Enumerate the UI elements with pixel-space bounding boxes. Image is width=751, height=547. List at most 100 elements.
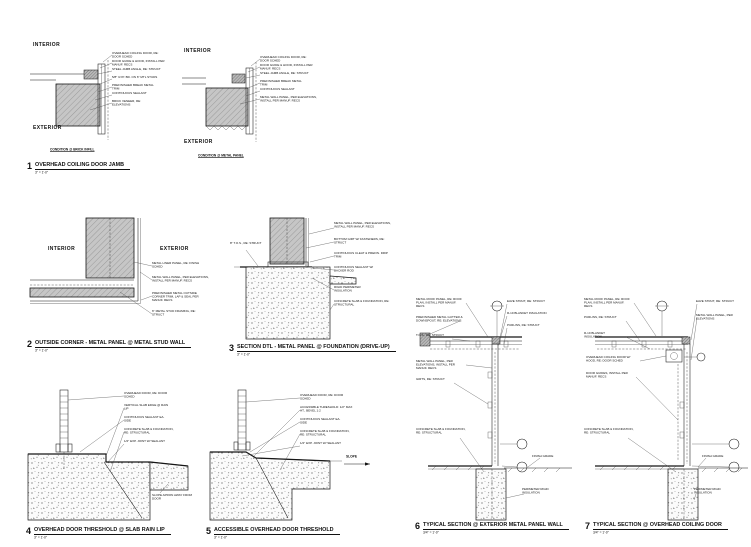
eave-strut-hatch xyxy=(681,336,691,345)
annotation-note: METAL WALL PANEL, PER ELEVATIONS, INSTAL… xyxy=(416,359,455,371)
detail6-wall-section-linework xyxy=(419,300,572,521)
keynote-bubble xyxy=(728,438,740,450)
eave-strut-hatch xyxy=(491,336,501,345)
detail-title: OVERHEAD COILING DOOR JAMB xyxy=(35,162,130,170)
annotation-note: R-19 BLANKET INSULATION xyxy=(507,311,547,315)
annotation-note: CONTINUOUS SEALANT EA. SIDE xyxy=(300,417,341,425)
slope-arrowhead xyxy=(365,462,370,466)
annotation-note: 1/2" EXP. JOINT W/ SEALANT xyxy=(300,441,341,445)
detail-scale: 3/4" = 1'-0" xyxy=(423,531,439,535)
slope-label: SLOPE xyxy=(346,455,358,459)
annotation-note: OVERHEAD COILING DOOR W/ HOOD, RE: DOOR … xyxy=(586,355,631,363)
detail-title: ACCESSIBLE OVERHEAD DOOR THRESHOLD xyxy=(214,527,340,535)
condition-caption: CONDITION @ METAL PANEL xyxy=(198,154,244,158)
annotation-note: FINISH GRADE xyxy=(532,454,554,458)
annotation-note: METAL ROOF PANEL, RE: ROOF PLAN, INSTALL… xyxy=(416,297,462,309)
annotation-note: 6" METAL STUD FRAMING, RE: STRUCT xyxy=(152,309,196,317)
annotation-note: GIRTS, RE: STRUCT xyxy=(416,377,445,381)
detail4-rain-lip-linework xyxy=(27,389,189,521)
brick-hatch-block xyxy=(55,83,101,127)
annotation-note: CONTINUOUS SEALANT EA. SIDE xyxy=(124,415,165,423)
annotation-note: CONCRETE SLAB & FOUNDATION, RE: STRUCTUR… xyxy=(334,299,390,307)
annotation-note: OVERHEAD DOOR, RE: DOOR SCHED xyxy=(124,391,168,399)
annotation-note: OVERHEAD DOOR, RE: DOOR SCHED xyxy=(300,393,344,401)
slab-foundation-hatch xyxy=(209,451,331,521)
foundation-pier-hatch xyxy=(475,468,507,521)
keynote-bubble xyxy=(696,352,706,362)
detail-scale: 3" = 1'-0" xyxy=(35,349,49,353)
annotation-note: PREFINISHED BREAK METAL TRIM xyxy=(112,83,154,91)
annotation-note: EAVE STRUT, RE: STRUCT xyxy=(696,299,734,303)
concrete-foundation-hatch xyxy=(245,266,331,340)
annotation-note: ACCESSIBLE THRESHOLD: 1/2" MAX HT., BEVE… xyxy=(300,405,353,413)
keynote-bubble xyxy=(516,461,528,473)
annotation-note: SLOPE APRON AWAY FROM DOOR xyxy=(152,493,193,501)
annotation-note: EAVE STRUT, RE: STRUCT xyxy=(507,299,545,303)
gutter-hatch xyxy=(419,332,431,347)
steel-angle-hatch xyxy=(231,73,246,84)
annotation-note: R-19 BLANKET INSULATION xyxy=(584,331,605,339)
annotation-note: CONTINUOUS SEALANT xyxy=(112,91,147,95)
annotation-note: OVERHEAD COILING DOOR, RE: DOOR SCHED xyxy=(112,51,159,59)
annotation-note: METAL ROOF PANEL, RE: ROOF PLAN, INSTALL… xyxy=(584,297,630,309)
annotation-note: FINISH GRADE xyxy=(702,454,724,458)
annotation-note: METAL WALL PANEL, PER ELEVATIONS xyxy=(696,313,733,321)
detail1-metal-panel-jamb-linework xyxy=(182,58,261,142)
annotation-note: METAL WALL PANEL, PER ELEVATIONS, INSTAL… xyxy=(260,95,317,103)
annotation-note: 8" T.O.S., RE: STRUCT xyxy=(230,241,262,245)
detail-number: 4 xyxy=(26,526,32,536)
annotation-note: CONCRETE SLAB & FOUNDATION, RE: STRUCTUR… xyxy=(584,427,634,435)
detail-number: 3 xyxy=(229,343,235,353)
annotation-note: STEEL JAMB ANGLE, RE: STRUCT xyxy=(260,71,309,75)
zone-label-exterior: EXTERIOR xyxy=(160,246,189,252)
steel-angle-hatch xyxy=(83,69,99,80)
annotation-note: CONTINUOUS CLEAT & PREFIN. DRIP TRIM xyxy=(334,251,388,259)
detail-title: SECTION DTL - METAL PANEL @ FOUNDATION (… xyxy=(237,344,396,352)
annotation-note: OVERHEAD COILING DOOR, RE: DOOR SCHED xyxy=(260,55,307,63)
exterior-drive-slab-hatch xyxy=(329,275,357,285)
door-hood-box xyxy=(665,349,683,363)
annotation-note: PREFINISHED METAL GUTTER & DOWNSPOUT, RE… xyxy=(416,315,463,323)
annotation-note: METAL WALL PANEL, PER ELEVATIONS, INSTAL… xyxy=(334,221,391,229)
annotation-note: PURLINS, RE: STRUCT xyxy=(584,315,617,319)
annotation-note: PREFINISHED METAL OUTSIDE CORNER TRIM, L… xyxy=(152,291,199,303)
annotation-note: CONTINUOUS SEALANT W/ BACKER ROD xyxy=(334,265,374,273)
annotation-note: STEEL JAMB ANGLE, RE: STRUCT xyxy=(112,67,161,71)
interior-slab-hatch xyxy=(27,453,151,521)
annotation-note: 1/2" EXP. JOINT W/ SEALANT xyxy=(124,439,165,443)
detail-title-block: 6 TYPICAL SECTION @ EXTERIOR METAL PANEL… xyxy=(415,522,569,537)
annotation-note: DOOR GUIDES, INSTALL PER MANUF. RECS xyxy=(586,371,628,379)
detail3-foundation-linework xyxy=(234,217,357,340)
detail-title: OVERHEAD DOOR THRESHOLD @ SLAB RAIN LIP xyxy=(34,527,171,535)
annotation-note: RIGID PERIMETER INSULATION xyxy=(334,285,361,293)
detail-scale: 3" = 1'-0" xyxy=(214,536,228,540)
detail-title-block: 4 OVERHEAD DOOR THRESHOLD @ SLAB RAIN LI… xyxy=(26,527,171,542)
annotation-note: CONCRETE SLAB & FOUNDATION, RE: STRUCTUR… xyxy=(416,427,466,435)
annotation-note: T.O.S., RE: STRUCT xyxy=(416,333,445,337)
detail-scale: 3/4" = 1'-0" xyxy=(593,531,609,535)
detail-title-block: 2 OUTSIDE CORNER - METAL PANEL @ METAL S… xyxy=(27,340,192,355)
zone-label-exterior: EXTERIOR xyxy=(184,139,213,145)
annotation-note: PURLINS, RE: STRUCT xyxy=(507,323,540,327)
door-coil xyxy=(670,352,678,360)
detail-scale: 3" = 1'-0" xyxy=(34,536,48,540)
detail-title: OUTSIDE CORNER - METAL PANEL @ METAL STU… xyxy=(35,340,192,348)
annotation-note: VERTICAL SLAB EDGE @ RAIN LIP xyxy=(124,403,169,411)
keynote-bubble xyxy=(728,461,740,473)
detail-number: 5 xyxy=(206,526,212,536)
detail1-brick-jamb-linework xyxy=(30,54,113,140)
exterior-apron-hatch xyxy=(149,461,189,491)
annotation-note: CONCRETE SLAB & FOUNDATION, RE: STRUCTUR… xyxy=(300,429,350,437)
zone-label-exterior: EXTERIOR xyxy=(33,125,62,131)
annotation-note: CONTINUOUS SEALANT xyxy=(260,87,295,91)
detail7-coiling-door-section-linework xyxy=(595,300,748,521)
detail-scale: 3" = 1'-0" xyxy=(237,353,251,357)
annotation-note: DOOR GUIDE & HOOD, INSTALL PER MANUF. RE… xyxy=(260,63,313,71)
annotation-note: PREFINISHED BREAK METAL TRIM xyxy=(260,79,302,87)
wall-hatch-strip xyxy=(29,287,135,298)
condition-caption: CONDITION @ BRICK INFILL xyxy=(50,148,95,152)
keynote-bubble xyxy=(516,438,528,450)
detail-title-block: 3 SECTION DTL - METAL PANEL @ FOUNDATION… xyxy=(229,344,396,359)
annotation-note: METAL LINER PANEL, RE: FINISH SCHED xyxy=(152,261,200,269)
